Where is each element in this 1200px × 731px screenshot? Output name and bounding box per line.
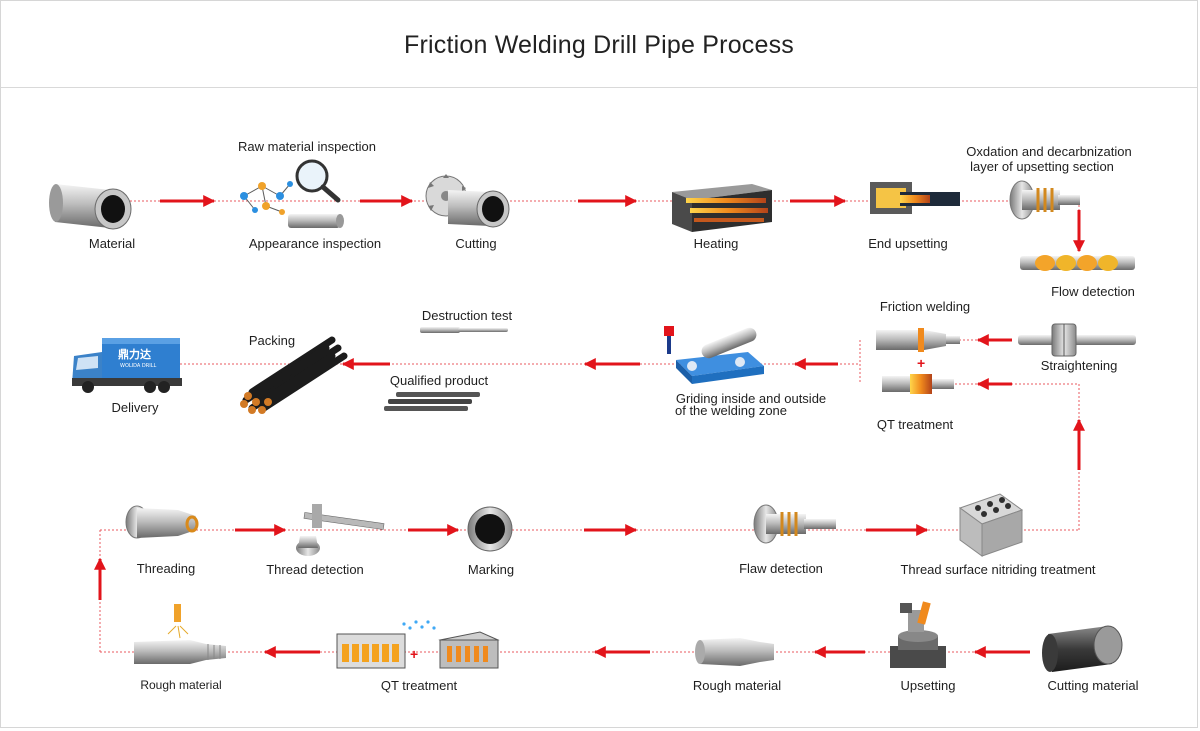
qt-furnace-icon: + <box>336 620 500 669</box>
label-thread-detection: Thread detection <box>266 562 364 577</box>
qt-treatment-icon: + <box>882 355 954 394</box>
label-rough-material-left: Rough material <box>140 678 222 692</box>
label-flaw-detection: Flaw detection <box>739 561 823 576</box>
diagram-area <box>0 88 1198 728</box>
label-raw-inspection: Raw material inspection <box>237 139 377 154</box>
material-pipe-icon <box>49 184 132 230</box>
label-thread-nitriding: Thread surface nitriding treatment <box>900 562 1096 577</box>
label-appearance-inspection: Appearance inspection <box>248 236 382 251</box>
label-flow-detection: Flow detection <box>1051 284 1135 299</box>
label-threading: Threading <box>136 561 196 576</box>
label-oxidation-line2: layer of upsetting section <box>970 159 1114 174</box>
raw-inspection-icon <box>240 159 344 228</box>
label-qt-treatment-row4: QT treatment <box>380 678 458 693</box>
label-heating: Heating <box>693 236 739 251</box>
label-qt-treatment-row2: QT treatment <box>876 417 954 432</box>
label-packing: Packing <box>248 333 296 348</box>
nitriding-box-icon <box>958 493 1024 557</box>
destruction-test-icon <box>420 327 508 333</box>
label-end-upsetting: End upsetting <box>868 236 948 251</box>
delivery-truck-icon: 鼎力达 WOLIDA DRILL <box>72 338 182 393</box>
label-griding-line1: Griding inside and outside <box>675 391 827 406</box>
label-straightening: Straightening <box>1040 358 1118 373</box>
oxidation-layer-icon <box>1009 180 1080 220</box>
packing-bundle-icon <box>240 336 348 414</box>
friction-welding-icon <box>876 328 960 352</box>
label-oxidation-line1: Oxdation and decarbnization <box>966 144 1132 159</box>
end-upsetting-icon <box>870 182 960 214</box>
flow-detection-icon <box>1020 255 1135 271</box>
truck-logo: 鼎力达 <box>118 347 151 361</box>
label-cutting: Cutting <box>455 236 497 251</box>
title-bar: Friction Welding Drill Pipe Process <box>0 0 1198 88</box>
label-cutting-material: Cutting material <box>1047 678 1139 693</box>
label-friction-welding: Friction welding <box>879 299 971 314</box>
rough-material-mid-icon <box>695 638 774 666</box>
flow-arrows <box>94 195 1085 658</box>
label-rough-material-mid: Rough material <box>692 678 782 693</box>
cutting-material-icon <box>1042 625 1123 672</box>
thread-detection-icon <box>296 504 385 556</box>
label-marking: Marking <box>467 562 515 577</box>
label-qualified-product: Qualified product <box>389 373 489 388</box>
cutting-saw-icon <box>425 174 510 228</box>
flaw-detection-icon <box>753 504 836 544</box>
label-delivery: Delivery <box>111 400 159 415</box>
marking-icon <box>467 506 513 552</box>
rough-material-left-icon <box>134 604 226 664</box>
label-griding-line2: of the welding zone <box>674 403 788 418</box>
threading-icon <box>125 505 199 539</box>
straightening-icon <box>1018 323 1136 357</box>
page-title: Friction Welding Drill Pipe Process <box>404 31 794 59</box>
truck-logo-sub: WOLIDA DRILL <box>120 363 156 369</box>
griding-machine-icon <box>664 326 764 384</box>
heating-furnace-icon <box>672 184 772 232</box>
qualified-product-icon <box>384 392 480 411</box>
upsetting-machine-icon <box>890 601 946 668</box>
svg-text:+: + <box>410 646 418 662</box>
label-material: Material <box>88 236 136 251</box>
svg-text:+: + <box>917 355 925 371</box>
label-destruction-test: Destruction test <box>421 308 513 323</box>
label-upsetting: Upsetting <box>900 678 956 693</box>
